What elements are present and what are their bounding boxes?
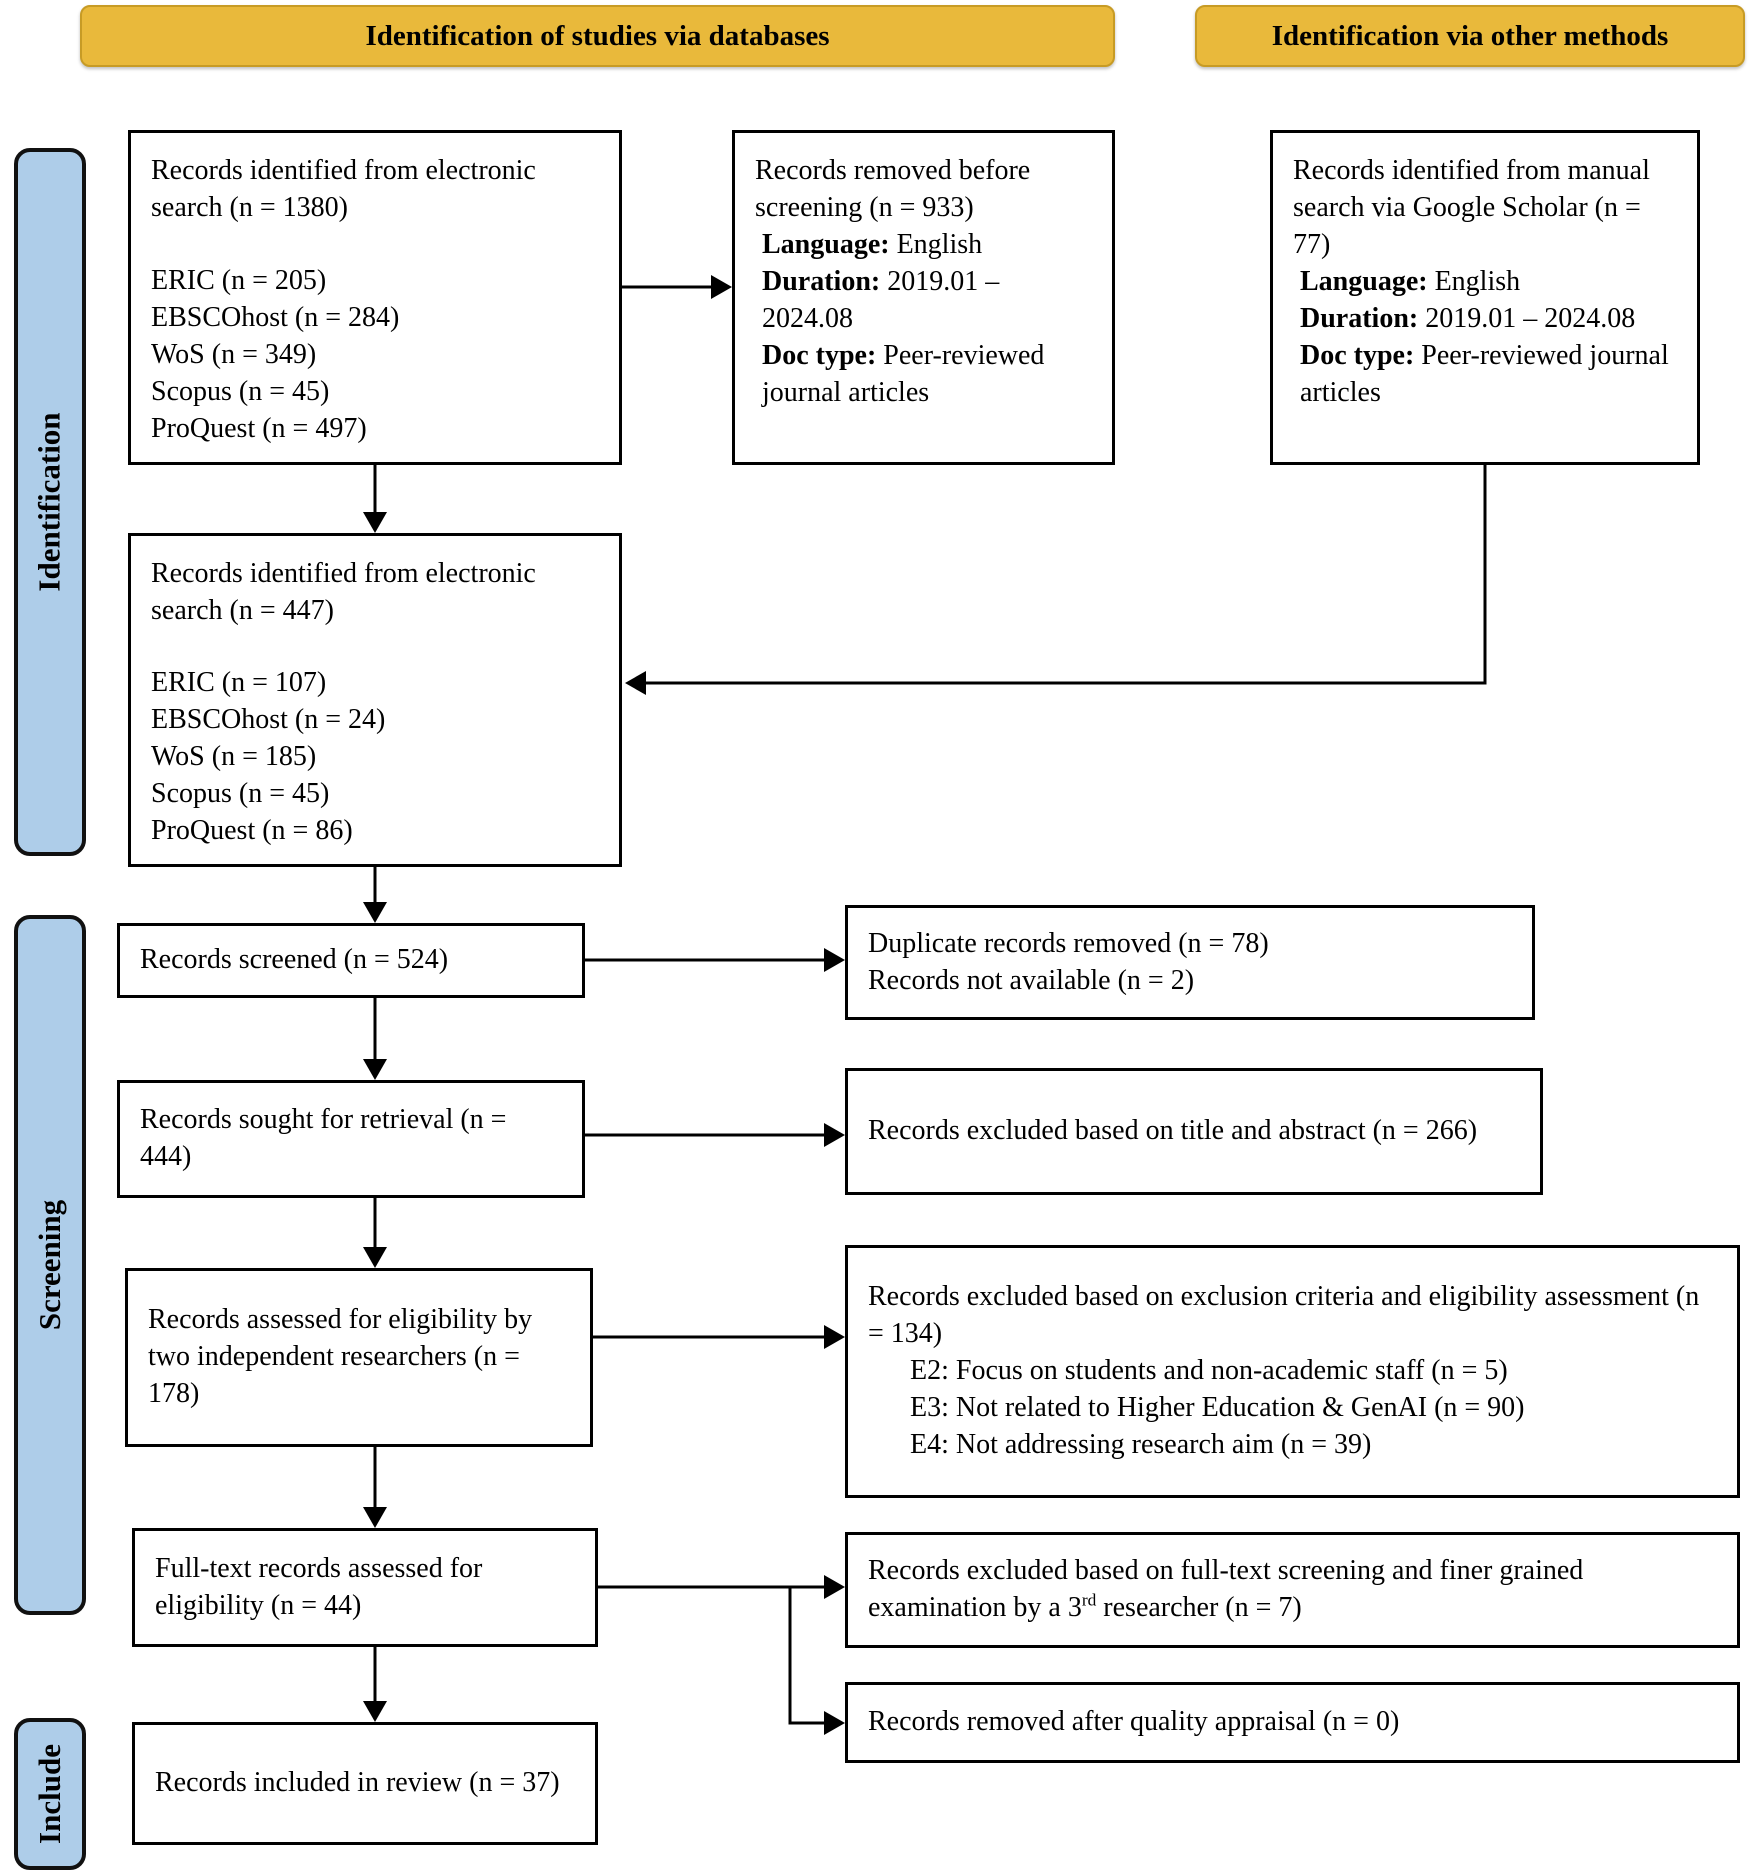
source-item: ProQuest (n = 86) [151, 815, 353, 847]
criterion-label: Duration: [762, 265, 881, 297]
arrow-identified-to-removed [622, 275, 732, 299]
criterion-value: English [1427, 265, 1521, 297]
stage-identification: Identification [14, 148, 86, 856]
criterion-label: Doc type: [762, 339, 877, 371]
criterion-duration: Duration: 2019.01 – 2024.08 [1293, 301, 1677, 338]
box-records-sought: Records sought for retrieval (n = 444) [117, 1080, 585, 1198]
exclusion-reason: E4: Not addressing research aim (n = 39) [910, 1428, 1372, 1460]
header-label: Identification of studies via databases [365, 19, 830, 52]
box-records-identified-filtered: Records identified from electronic searc… [128, 533, 622, 867]
text-pre: Records excluded based on full-text scre… [868, 1555, 1584, 1623]
criterion-value: Peer-reviewed journal articles [1300, 339, 1669, 408]
arrow-fulltext-to-included [363, 1647, 387, 1722]
arrow-fulltext-to-excluded-fulltext [598, 1575, 845, 1599]
box-title: Records identified from electronic searc… [151, 155, 536, 223]
exclusion-reason: E2: Focus on students and non-academic s… [910, 1355, 1508, 1387]
exclusion-reason: E3: Not related to Higher Education & Ge… [910, 1391, 1525, 1423]
criterion-language: Language: English [1293, 264, 1677, 301]
box-included-review: Records included in review (n = 37) [132, 1722, 598, 1845]
source-item: ERIC (n = 107) [151, 667, 327, 699]
box-fulltext-assessed: Full-text records assessed for eligibili… [132, 1528, 598, 1647]
source-item: EBSCOhost (n = 284) [151, 301, 400, 333]
criterion-value: English [889, 228, 983, 260]
criterion-value: 2019.01 – 2024.08 [1418, 302, 1636, 334]
stage-label: Identification [32, 412, 67, 592]
box-records-identified-databases: Records identified from electronic searc… [128, 130, 622, 465]
arrow-sought-to-assessed [363, 1198, 387, 1268]
stage-label: Screening [32, 1199, 67, 1331]
arrow-manual-to-filtered [625, 465, 1487, 695]
arrow-sought-to-excluded-title [585, 1123, 845, 1147]
stage-include: Include [14, 1718, 86, 1870]
source-item: WoS (n = 349) [151, 338, 317, 370]
stage-label: Include [32, 1744, 68, 1844]
stage-screening: Screening [14, 915, 86, 1615]
arrow-assessed-to-fulltext [363, 1447, 387, 1528]
box-title: Records assessed for eligibility by two … [148, 1304, 533, 1409]
criterion-label: Language: [762, 228, 890, 260]
arrow-filtered-to-screened [363, 867, 387, 923]
criterion-doctype: Doc type: Peer-reviewed journal articles [755, 338, 1092, 412]
criterion-value: Peer-reviewed journal articles [762, 339, 1045, 408]
arrow-identified-to-filtered [363, 465, 387, 533]
header-identification-via-other-methods: Identification via other methods [1195, 5, 1745, 67]
box-excluded-title-abstract: Records excluded based on title and abst… [845, 1068, 1543, 1195]
box-line: Records not available (n = 2) [868, 964, 1195, 996]
criterion-label: Duration: [1300, 302, 1419, 334]
box-title: Records removed before screening (n = 93… [755, 155, 1031, 223]
box-title: Records sought for retrieval (n = 444) [140, 1104, 507, 1172]
box-title: Records identified from manual search vi… [1293, 155, 1650, 260]
box-title: Records excluded based on full-text scre… [868, 1553, 1717, 1627]
header-label: Identification via other methods [1271, 19, 1669, 52]
box-title: Records excluded based on exclusion crit… [868, 1281, 1700, 1350]
box-records-removed-before-screening: Records removed before screening (n = 93… [732, 130, 1115, 465]
source-item: ERIC (n = 205) [151, 264, 327, 296]
box-records-screened: Records screened (n = 524) [117, 923, 585, 998]
arrow-screened-to-sought [363, 998, 387, 1080]
criterion-duration: Duration: 2019.01 – 2024.08 [755, 264, 1092, 338]
criterion-doctype: Doc type: Peer-reviewed journal articles [1293, 338, 1677, 412]
criterion-value: 2019.01 – 2024.08 [762, 265, 1000, 334]
ordinal-superscript: rd [1081, 1590, 1097, 1610]
box-title: Records excluded based on title and abst… [868, 1115, 1478, 1147]
box-title: Records identified from electronic searc… [151, 558, 536, 626]
box-records-identified-manual: Records identified from manual search vi… [1270, 130, 1700, 465]
box-removed-quality: Records removed after quality appraisal … [845, 1682, 1740, 1763]
box-title: Records removed after quality appraisal … [868, 1706, 1400, 1738]
header-identification-via-databases: Identification of studies via databases [80, 5, 1115, 67]
box-title: Full-text records assessed for eligibili… [155, 1552, 483, 1621]
box-line: Duplicate records removed (n = 78) [868, 927, 1269, 959]
box-excluded-criteria: Records excluded based on exclusion crit… [845, 1245, 1740, 1498]
arrow-screened-to-duplicates [585, 948, 845, 972]
text-post: researcher (n = 7) [1096, 1592, 1302, 1623]
box-excluded-fulltext: Records excluded based on full-text scre… [845, 1532, 1740, 1648]
arrow-fulltext-to-quality [788, 1587, 845, 1735]
source-item: Scopus (n = 45) [151, 375, 330, 407]
criterion-language: Language: English [755, 227, 1092, 264]
box-title: Records included in review (n = 37) [155, 1767, 560, 1799]
box-records-assessed: Records assessed for eligibility by two … [125, 1268, 593, 1447]
criterion-label: Doc type: [1300, 339, 1415, 371]
arrow-assessed-to-excluded-criteria [593, 1325, 845, 1349]
spacer [151, 630, 599, 665]
source-item: ProQuest (n = 497) [151, 412, 367, 444]
spacer [151, 227, 599, 263]
source-item: Scopus (n = 45) [151, 778, 330, 810]
criterion-label: Language: [1300, 265, 1428, 297]
source-item: EBSCOhost (n = 24) [151, 704, 386, 736]
box-duplicates-removed: Duplicate records removed (n = 78) Recor… [845, 905, 1535, 1020]
box-title: Records screened (n = 524) [140, 944, 449, 976]
source-item: WoS (n = 185) [151, 741, 317, 773]
